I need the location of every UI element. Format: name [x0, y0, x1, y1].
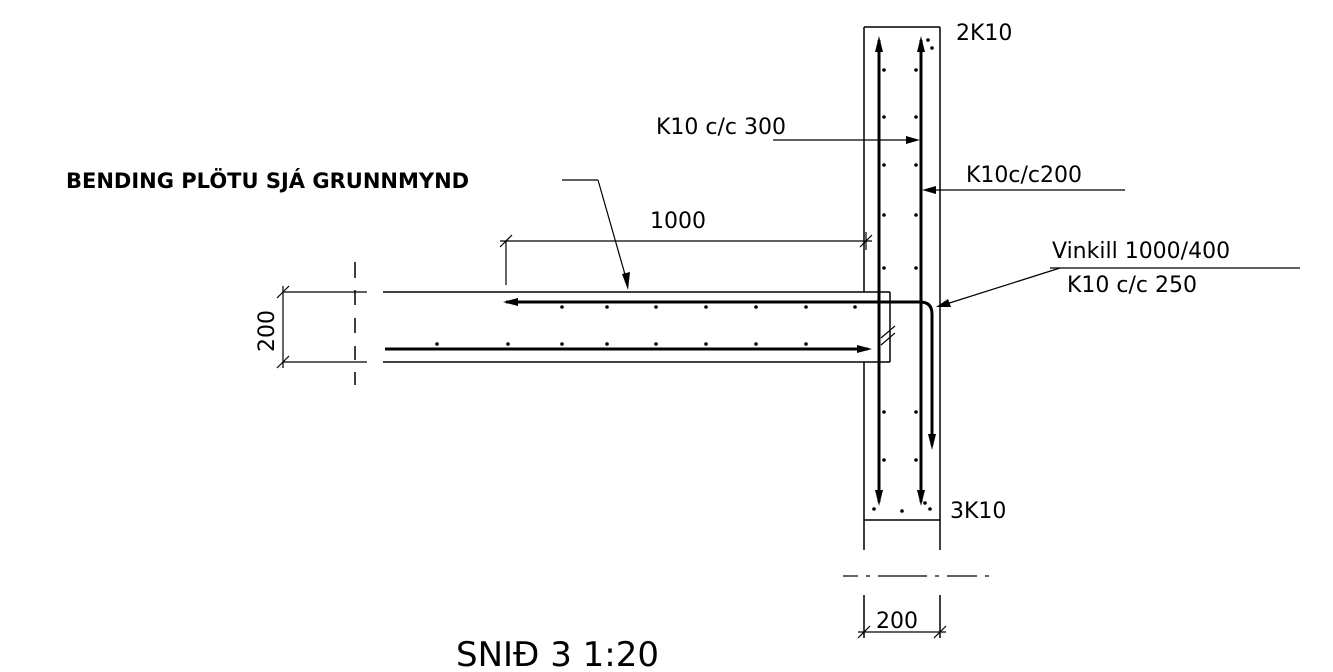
- slab: [354, 262, 891, 385]
- dim-wall-200: [857, 625, 947, 639]
- bottom-bars-label: 3K10: [950, 499, 1006, 524]
- vertical-bars-label: K10c/c200: [966, 163, 1082, 188]
- slab-bar-ends: [503, 298, 936, 450]
- horizontal-bars-label: K10 c/c 300: [656, 115, 786, 140]
- leader-arrows: [622, 136, 951, 307]
- angle-bar-label-line1: Vinkill 1000/400: [1052, 239, 1230, 264]
- slab-length-dimension-label: 1000: [650, 209, 706, 234]
- wall-bar-arrows: [875, 36, 925, 506]
- slab-note-label: BENDING PLÖTU SJÁ GRUNNMYND: [66, 168, 469, 193]
- dim-slab-200: [276, 285, 367, 369]
- wall-vertical-bars: [877, 40, 923, 502]
- drawing-title: SNIÐ 3 1:20: [456, 635, 659, 672]
- slab-thickness-dimension-label: 200: [255, 310, 280, 352]
- angle-bar-label-line2: K10 c/c 250: [1067, 273, 1197, 298]
- leaders: [562, 139, 1300, 307]
- wall-bar-dots: [872, 38, 934, 513]
- joint-marks: [880, 325, 896, 346]
- dim-1000: [499, 232, 873, 285]
- wall-thickness-dimension-label: 200: [876, 609, 918, 634]
- slab-bars: [385, 300, 934, 445]
- slab-bar-dots: [435, 305, 857, 346]
- wall: [863, 26, 941, 638]
- top-bars-label: 2K10: [956, 21, 1012, 46]
